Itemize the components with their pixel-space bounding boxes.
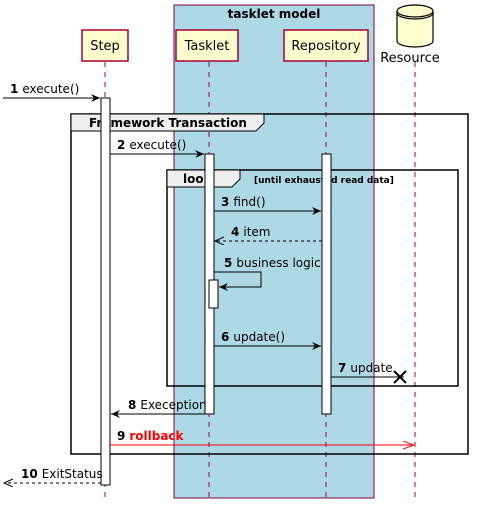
tasklet-nested-activation: [208, 279, 219, 309]
tasklet-model-box: tasklet model: [173, 4, 375, 499]
step-activation: [100, 97, 111, 486]
message-5-arrow: [214, 271, 262, 291]
participant-tasklet-label: Tasklet: [184, 39, 230, 54]
participant-step[interactable]: Step: [81, 29, 129, 62]
participant-tasklet[interactable]: Tasklet: [175, 29, 239, 62]
participant-resource-label: Resource: [380, 51, 440, 66]
participant-resource[interactable]: Resource: [380, 4, 440, 66]
framework-transaction-fragment: Framework Transaction: [70, 113, 469, 455]
fragment-transaction-label: Framework Transaction: [89, 116, 247, 130]
participant-repository-label: Repository: [291, 39, 360, 54]
repository-activation: [321, 153, 332, 415]
database-icon: [396, 11, 434, 48]
box-title: tasklet model: [228, 7, 321, 21]
participant-repository[interactable]: Repository: [283, 29, 369, 62]
participant-step-label: Step: [90, 39, 120, 54]
message-7-lost-icon: [393, 370, 407, 384]
